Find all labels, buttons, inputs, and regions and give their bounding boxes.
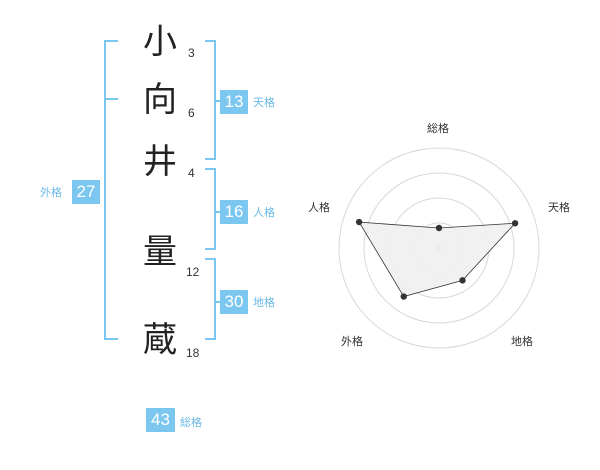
name-char-1: 小 <box>143 22 177 62</box>
radar-axis-label-gaikaku: 外格 <box>341 335 363 348</box>
tenkaku-value: 13 <box>220 90 248 114</box>
name-char-5: 蔵 <box>143 320 177 360</box>
name-char-2: 向 <box>143 80 177 120</box>
radar-point-1 <box>435 224 443 232</box>
radar-point-5 <box>355 218 363 226</box>
jinkaku-value: 16 <box>220 200 248 224</box>
stroke-count-5: 18 <box>186 346 200 360</box>
radar-ring <box>338 147 540 349</box>
radar-point-3 <box>459 277 466 284</box>
chikaku-label: 地格 <box>253 296 275 309</box>
radar-axis-label-soukaku: 総格 <box>427 122 449 135</box>
radar-axis-label-tenkaku: 天格 <box>548 201 570 214</box>
jinkaku-label: 人格 <box>253 206 275 219</box>
radar-points <box>355 218 519 300</box>
radar-point-4 <box>400 293 407 300</box>
stroke-count-1: 3 <box>188 46 195 60</box>
radar-ring <box>363 172 515 324</box>
radar-point-2 <box>511 220 519 227</box>
radar-axis-label-chikaku: 地格 <box>511 335 533 348</box>
tenkaku-label: 天格 <box>253 96 275 109</box>
radar-axis-label-jinkaku: 人格 <box>308 201 330 214</box>
stroke-count-4: 12 <box>186 265 200 279</box>
stroke-count-3: 4 <box>188 166 195 180</box>
name-char-3: 井 <box>143 142 177 182</box>
stroke-count-2: 6 <box>188 106 195 120</box>
chikaku-value: 30 <box>220 290 248 314</box>
gaikaku-value: 27 <box>72 180 100 204</box>
soukaku-label: 総格 <box>180 416 202 429</box>
radar-series-area <box>358 221 517 298</box>
name-char-4: 量 <box>143 232 177 272</box>
gaikaku-label: 外格 <box>40 186 62 199</box>
soukaku-value: 43 <box>146 408 175 432</box>
